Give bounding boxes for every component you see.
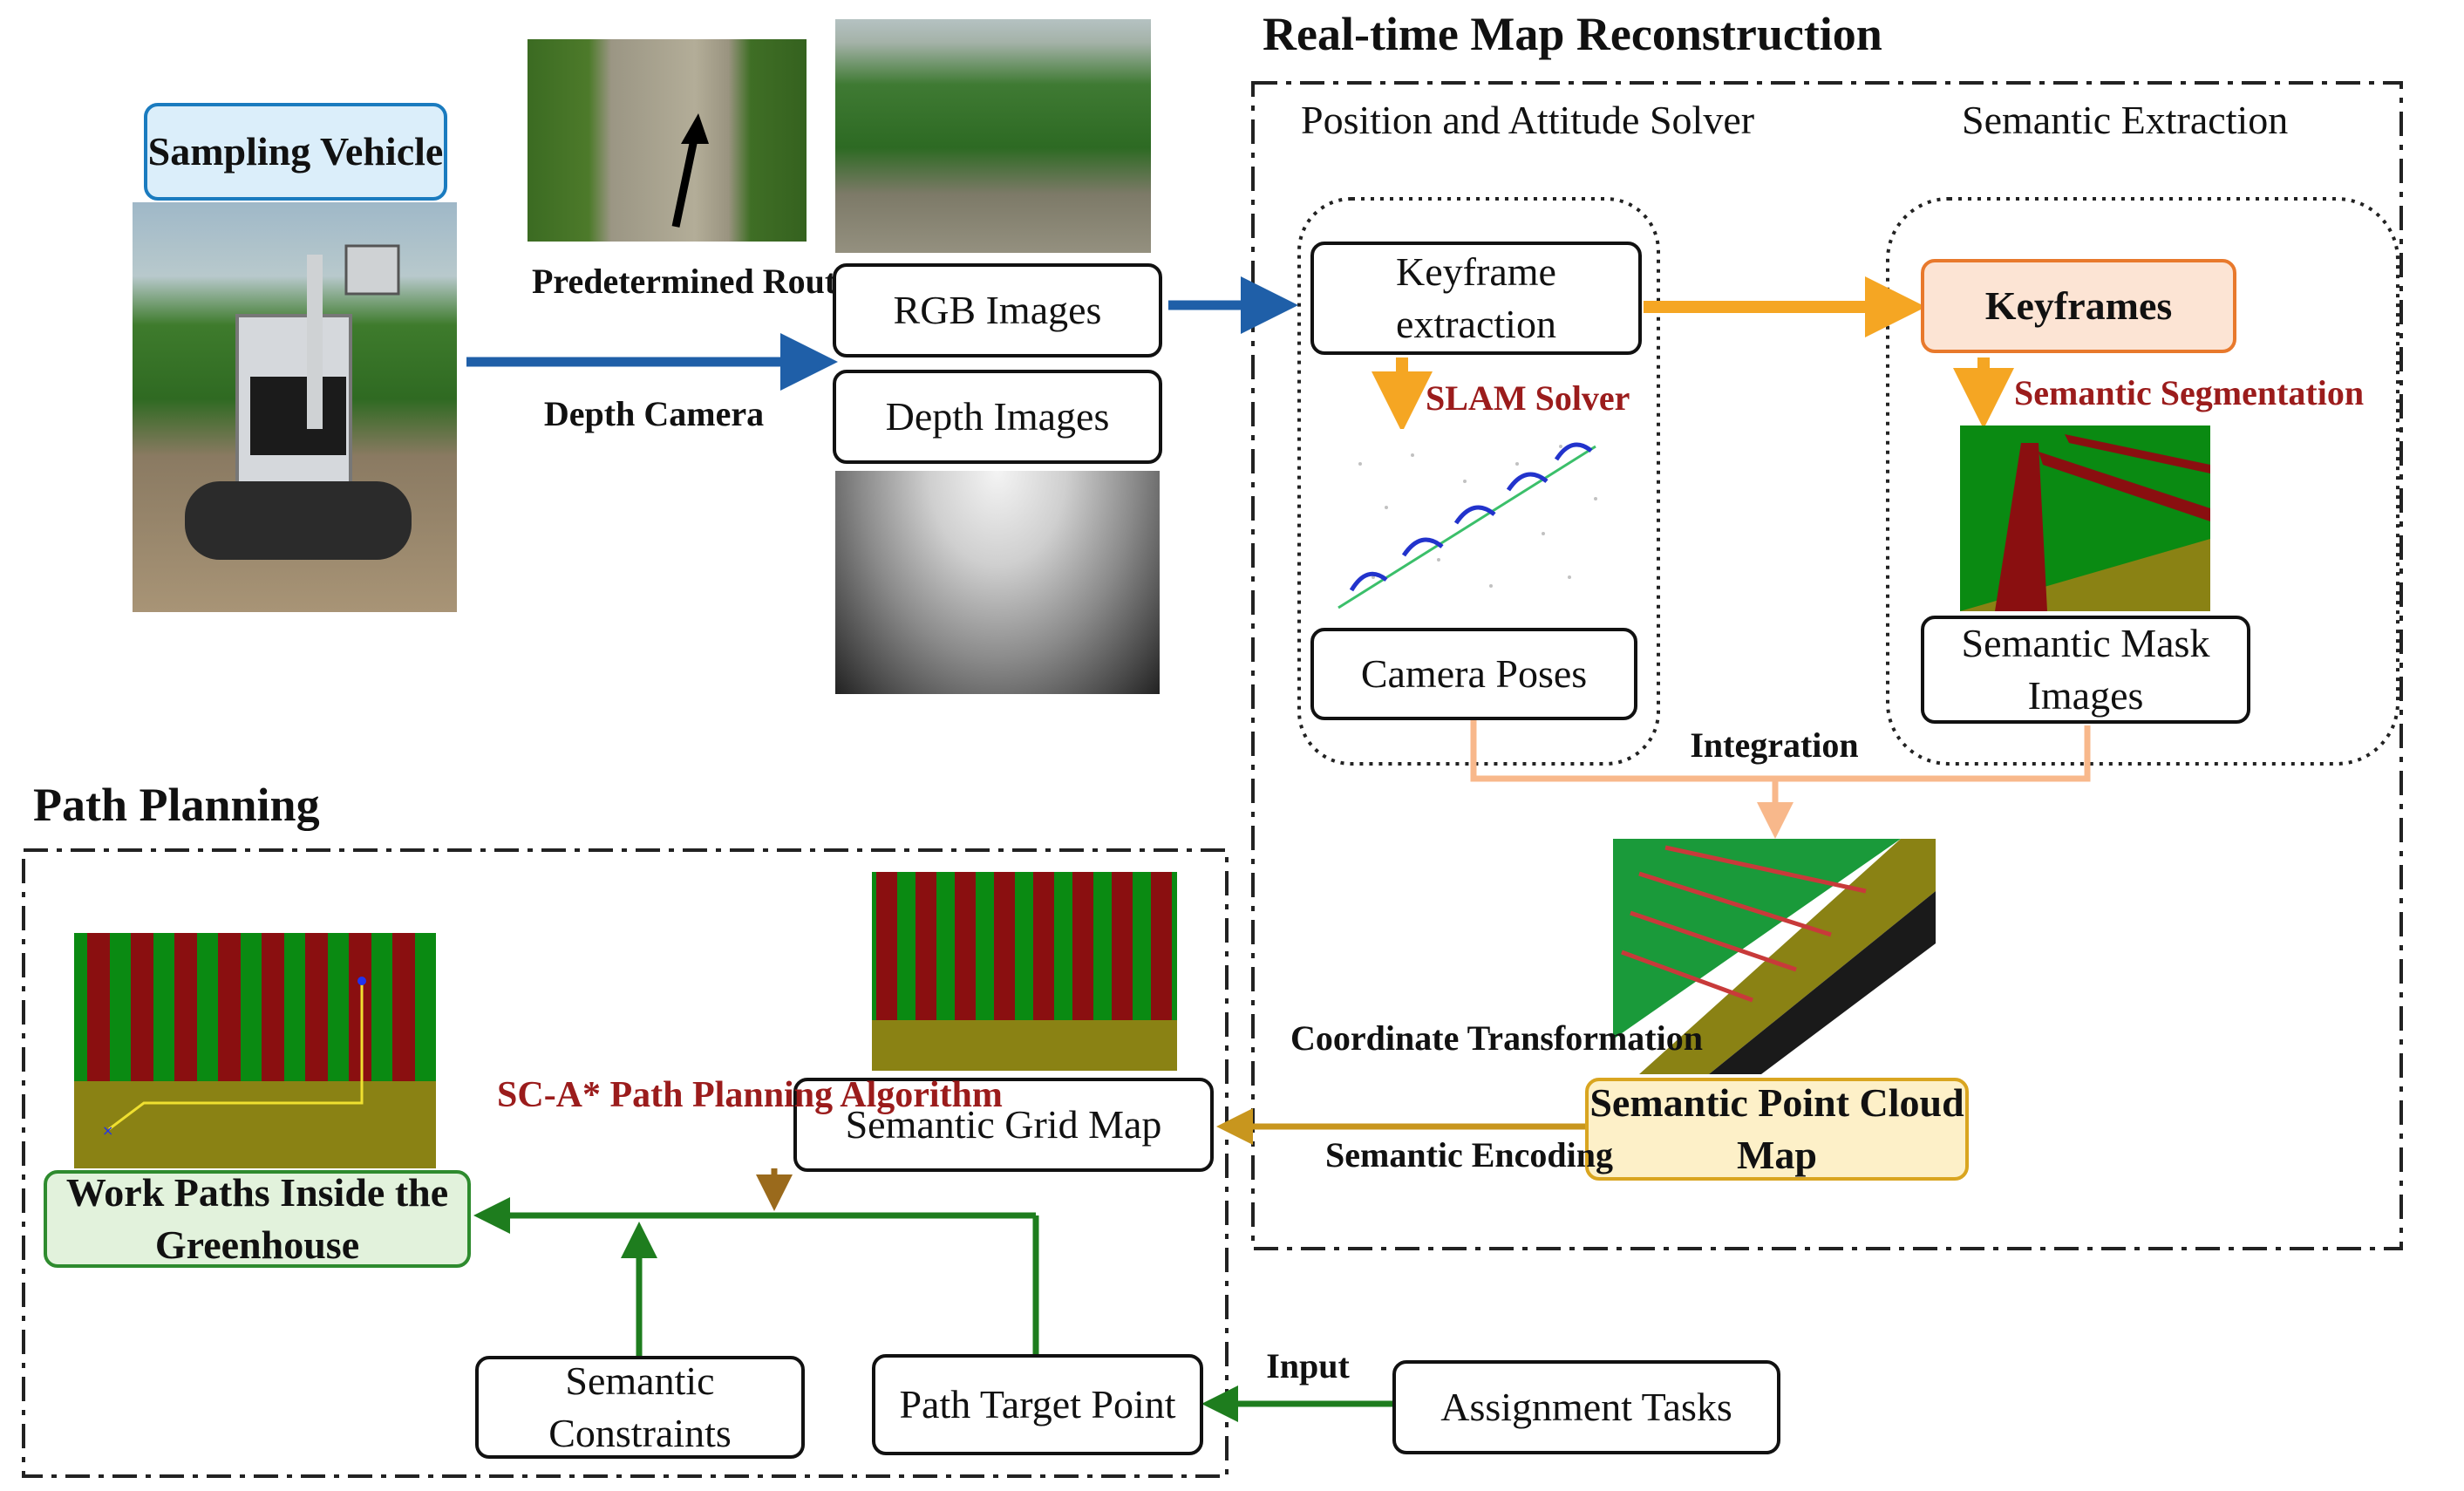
pose-solver-title: Position and Attitude Solver (1301, 98, 1755, 142)
pose-group-frame (1297, 197, 1660, 766)
semantic-mask-images-box: Semantic Mask Images (1921, 616, 2250, 724)
semantic-grid-map-graphic (872, 872, 1177, 1071)
depth-camera-label: Depth Camera (543, 394, 765, 433)
semantic-mask-graphic (1960, 426, 2210, 611)
slam-trajectory-graphic (1334, 429, 1613, 621)
coordinate-transformation-label: Coordinate Transformation (1290, 1018, 1703, 1058)
route-photo (528, 39, 807, 242)
point-cloud-graphic (1613, 839, 1936, 1074)
rgb-images-box: RGB Images (833, 263, 1162, 357)
work-paths-box: Work Paths Inside the Greenhouse (44, 1170, 471, 1268)
path-target-point-box: Path Target Point (872, 1354, 1203, 1455)
sampling-vehicle-box: Sampling Vehicle (144, 103, 447, 201)
rgb-photo (835, 19, 1151, 253)
realtime-section-title: Real-time Map Reconstruction (1263, 8, 1882, 60)
sc-astar-algorithm-label: SC-A* Path Planning Algorithm (497, 1075, 1003, 1115)
semantic-point-cloud-box: Semantic Point Cloud Map (1585, 1078, 1969, 1181)
semantic-extraction-title: Semantic Extraction (1962, 98, 2289, 142)
svg-text:×: × (102, 1122, 113, 1139)
integration-connector (1470, 717, 2091, 782)
realtime-frame (1251, 81, 2403, 1250)
keyframes-box: Keyframes (1921, 259, 2236, 353)
path-planning-frame (22, 848, 1229, 1478)
input-label: Input (1266, 1346, 1350, 1385)
vehicle-photo (133, 202, 457, 612)
work-paths-graphic: × (74, 933, 436, 1168)
path-planning-section-title: Path Planning (33, 779, 320, 831)
predetermined-route-label: Predetermined Route (532, 262, 852, 301)
semantic-encoding-label: Semantic Encoding (1325, 1135, 1614, 1174)
semantic-segmentation-label: Semantic Segmentation (2014, 373, 2365, 412)
depth-images-box: Depth Images (833, 370, 1162, 464)
integration-label: Integration (1690, 725, 1859, 765)
depth-photo (835, 471, 1160, 694)
keyframe-extraction-box: Keyframe extraction (1310, 242, 1642, 355)
camera-poses-box: Camera Poses (1310, 628, 1637, 720)
slam-solver-label: SLAM Solver (1426, 378, 1630, 418)
semantic-constraints-box: Semantic Constraints (475, 1356, 805, 1459)
assignment-tasks-box: Assignment Tasks (1392, 1360, 1780, 1454)
semantic-grid-map-box: Semantic Grid Map (793, 1078, 1214, 1172)
semantic-group-frame (1886, 197, 2399, 766)
